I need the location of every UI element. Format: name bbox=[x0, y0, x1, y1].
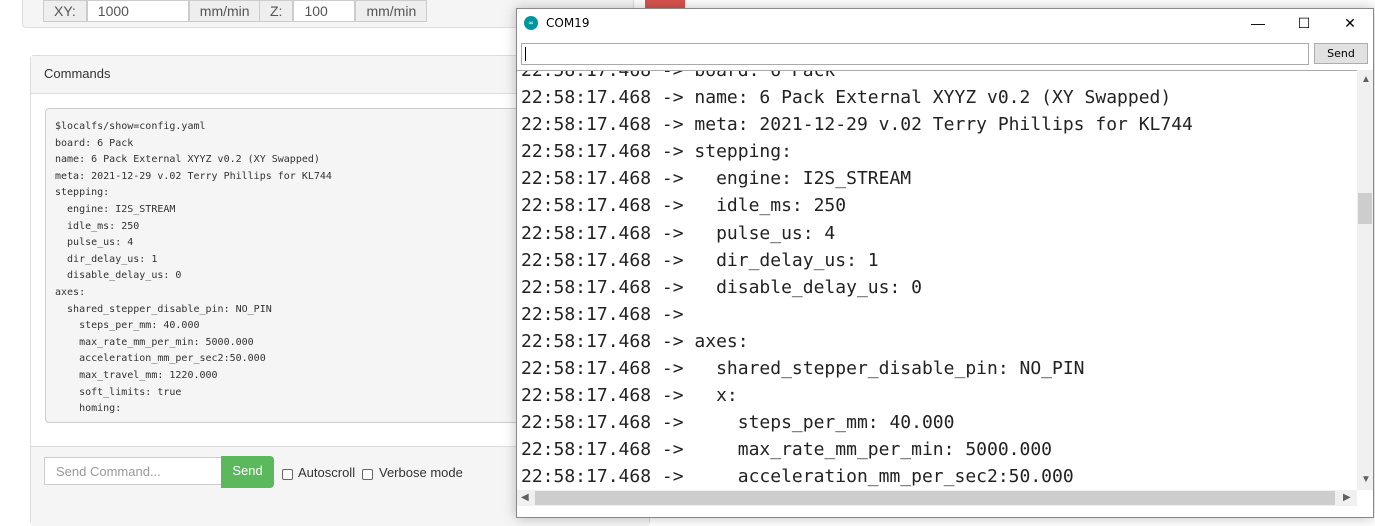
vertical-scroll-thumb[interactable] bbox=[1358, 193, 1372, 225]
xy-feed-input[interactable]: 1000 bbox=[86, 0, 189, 22]
minimize-button[interactable]: — bbox=[1251, 15, 1265, 31]
z-unit: mm/min bbox=[355, 0, 428, 22]
xy-feed-group: XY: 1000 mm/min bbox=[43, 0, 261, 22]
autoscroll-checkbox[interactable] bbox=[282, 469, 293, 480]
send-command-input[interactable]: Send Command... bbox=[44, 457, 222, 485]
serial-input[interactable] bbox=[521, 43, 1309, 65]
window-title: COM19 bbox=[546, 16, 590, 30]
z-label: Z: bbox=[259, 0, 294, 22]
arduino-logo-icon: ∞ bbox=[524, 16, 538, 30]
stop-button[interactable] bbox=[645, 0, 685, 10]
vertical-scrollbar[interactable]: ▲ ▼ bbox=[1357, 70, 1373, 490]
serial-output-text: 22:58:17.468 -> board: 6 Pack 22:58:17.4… bbox=[521, 70, 1193, 488]
xy-label: XY: bbox=[43, 0, 87, 22]
title-bar: ∞ COM19 bbox=[517, 9, 1373, 37]
serial-monitor-window: ∞ COM19 — ☐ ✕ Send 22:58:17.468 -> board… bbox=[516, 8, 1374, 518]
scroll-down-icon[interactable]: ▼ bbox=[1361, 474, 1371, 485]
text-caret bbox=[525, 47, 526, 61]
verbose-label: Verbose mode bbox=[379, 465, 463, 480]
autoscroll-label: Autoscroll bbox=[298, 465, 356, 480]
scroll-right-icon[interactable]: ▶ bbox=[1343, 492, 1351, 503]
serial-output: 22:58:17.468 -> board: 6 Pack 22:58:17.4… bbox=[517, 70, 1357, 490]
z-feed-input[interactable]: 100 bbox=[293, 0, 356, 22]
xy-unit: mm/min bbox=[188, 0, 261, 22]
close-button[interactable]: ✕ bbox=[1344, 15, 1356, 31]
feedrate-panel: XY: 1000 mm/min Z: 100 mm/min bbox=[22, 0, 634, 28]
z-feed-group: Z: 100 mm/min bbox=[259, 0, 428, 22]
verbose-checkbox[interactable] bbox=[362, 469, 373, 480]
horizontal-scrollbar[interactable]: ◀ ▶ bbox=[517, 490, 1357, 506]
scroll-left-icon[interactable]: ◀ bbox=[521, 492, 529, 503]
maximize-button[interactable]: ☐ bbox=[1297, 15, 1311, 31]
serial-send-button[interactable]: Send bbox=[1314, 43, 1368, 64]
horizontal-scroll-thumb[interactable] bbox=[535, 491, 1335, 505]
send-button[interactable]: Send bbox=[221, 456, 274, 488]
scroll-up-icon[interactable]: ▲ bbox=[1361, 74, 1371, 85]
